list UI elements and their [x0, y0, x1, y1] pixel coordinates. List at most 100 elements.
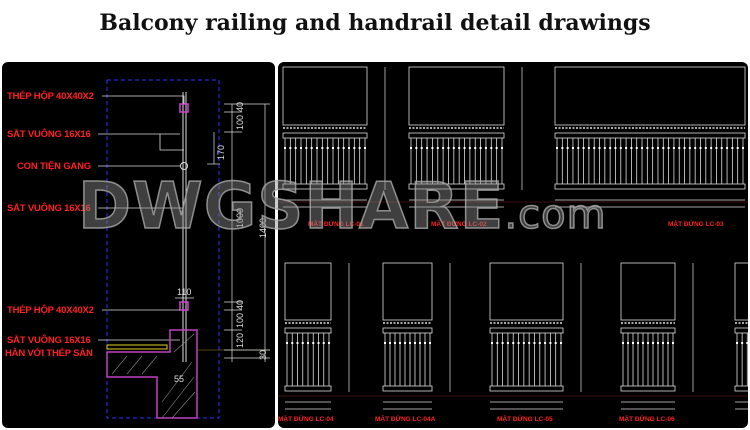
elevation-ornament — [342, 147, 345, 149]
elevation-bottom-rail — [284, 385, 332, 392]
elevation-ornament — [625, 147, 628, 149]
elevation-ornament — [296, 342, 299, 344]
elevation-label-lc03: MẶT ĐỨNG LC-03 — [668, 221, 724, 228]
elevation-bottom-rail — [734, 385, 748, 392]
elevation-label-lc02: MẶT ĐỨNG LC-02 — [431, 221, 487, 228]
elevation-ornament — [726, 147, 729, 149]
elevation-ornament — [447, 147, 450, 149]
elevation-ornament — [284, 147, 286, 149]
elevation-ornament — [731, 147, 734, 149]
elevation-upper-panel — [284, 262, 332, 321]
elevation-top-rail — [620, 327, 676, 334]
dim-40b: 40 — [235, 300, 245, 310]
elevation-ornament — [630, 147, 633, 149]
elevation-ornament — [326, 147, 329, 149]
elevation-top-rail — [282, 132, 368, 139]
elevation-ornament — [538, 342, 541, 344]
dim-100: 100 — [235, 115, 245, 130]
elevation-bottom-rail — [489, 385, 564, 392]
dim-55: 55 — [174, 374, 184, 384]
elevation-upper-panel — [282, 66, 368, 126]
elevation-ornament — [321, 147, 324, 149]
frame-dashed — [106, 79, 220, 419]
elevation-ornament — [389, 342, 391, 344]
dim-100b: 100 — [235, 313, 245, 328]
elevation-ornament — [657, 342, 659, 344]
elevation-ornament — [474, 147, 477, 149]
elevation-ornament — [619, 147, 622, 149]
elevation-bottom-rail — [382, 385, 433, 392]
elevation-ornament — [409, 342, 411, 344]
dim-1400: 1400 — [258, 218, 268, 238]
elevation-ornament — [746, 342, 748, 344]
elevation-ornament — [328, 342, 330, 344]
dim-170: 170 — [216, 145, 226, 160]
elevation-bottom-rail — [554, 183, 746, 190]
label-square-bar-1: SẮT VUÔNG 16X16 — [7, 129, 91, 140]
elevation-ornament — [699, 147, 702, 149]
elevation-ornament — [484, 147, 487, 149]
elevation-ornament — [414, 342, 416, 344]
elevation-ornament — [742, 147, 744, 149]
elevation-ornament — [490, 147, 493, 149]
elevation-ornament — [694, 147, 697, 149]
page-title: Balcony railing and handrail detail draw… — [99, 10, 651, 36]
elevation-ornament — [556, 147, 558, 149]
elevation-ornament — [651, 147, 654, 149]
elevation-ornament — [710, 147, 713, 149]
elevation-ornament — [603, 147, 606, 149]
elevation-ornament — [496, 342, 499, 344]
elevation-ornament — [627, 342, 629, 344]
elevation-ornament — [688, 147, 691, 149]
elevation-ornament — [399, 342, 401, 344]
elevation-ornament — [463, 147, 466, 149]
bottom-rail-box — [179, 301, 189, 311]
elevation-ornament — [506, 342, 509, 344]
elevation-ornament — [322, 342, 325, 344]
elevation-upper-panel — [734, 262, 748, 321]
dim-30: 30 — [258, 350, 268, 360]
elevation-ornament — [337, 147, 340, 149]
elevation-ornament — [452, 147, 455, 149]
elevation-ornament — [647, 342, 649, 344]
elevation-ornament — [294, 147, 297, 149]
elevation-ornament — [667, 147, 670, 149]
elevation-ornament — [528, 342, 531, 344]
elevation-ornament — [348, 147, 350, 149]
floor-finish — [106, 344, 168, 350]
elevation-ornament — [635, 147, 638, 149]
elevation-ornament — [479, 147, 482, 149]
elevation-ornament — [632, 342, 634, 344]
elevation-ornament — [332, 147, 334, 149]
elevation-ornament — [656, 147, 659, 149]
elevation-top-rail — [734, 327, 748, 334]
elevations-panel: MẶT ĐỨNG LC-01 MẶT ĐỨNG LC-02 MẶT ĐỨNG L… — [278, 62, 748, 428]
label-top-rail: THÉP HỘP 40X40X2 — [7, 91, 94, 102]
elevation-ornament — [312, 342, 315, 344]
label-square-bar-2: SẮT VUÔNG 16X16 — [7, 203, 91, 214]
dim-120: 120 — [235, 333, 245, 348]
elevation-ornament — [310, 147, 313, 149]
elevation-ornament — [533, 342, 536, 344]
elevation-ornament — [495, 147, 498, 149]
elevation-ornament — [426, 147, 429, 149]
elevation-label-lc04: MẶT ĐỨNG LC-04 — [278, 416, 334, 423]
elevation-ornament — [468, 147, 471, 149]
elevation-ornament — [566, 147, 569, 149]
elevation-bottom-rail — [620, 385, 676, 392]
elevation-ornament — [305, 147, 308, 149]
elevation-top-rail — [382, 327, 433, 334]
cast-iron-ornament — [180, 162, 188, 170]
elevation-ornament — [307, 342, 309, 344]
elevation-ornament — [501, 342, 504, 344]
elevation-ornament — [609, 147, 612, 149]
elevation-top-rail — [489, 327, 564, 334]
label-welded: HÀN VỚI THÉP SÀN — [5, 348, 93, 359]
elevation-ornament — [415, 147, 418, 149]
elevation-ornament — [678, 147, 681, 149]
dim-40: 40 — [235, 102, 245, 112]
elevation-ornament — [424, 342, 426, 344]
elevation-ornament — [672, 342, 674, 344]
elevation-label-lc06: MẶT ĐỨNG LC-06 — [619, 416, 675, 423]
dimension-lines — [175, 103, 270, 362]
